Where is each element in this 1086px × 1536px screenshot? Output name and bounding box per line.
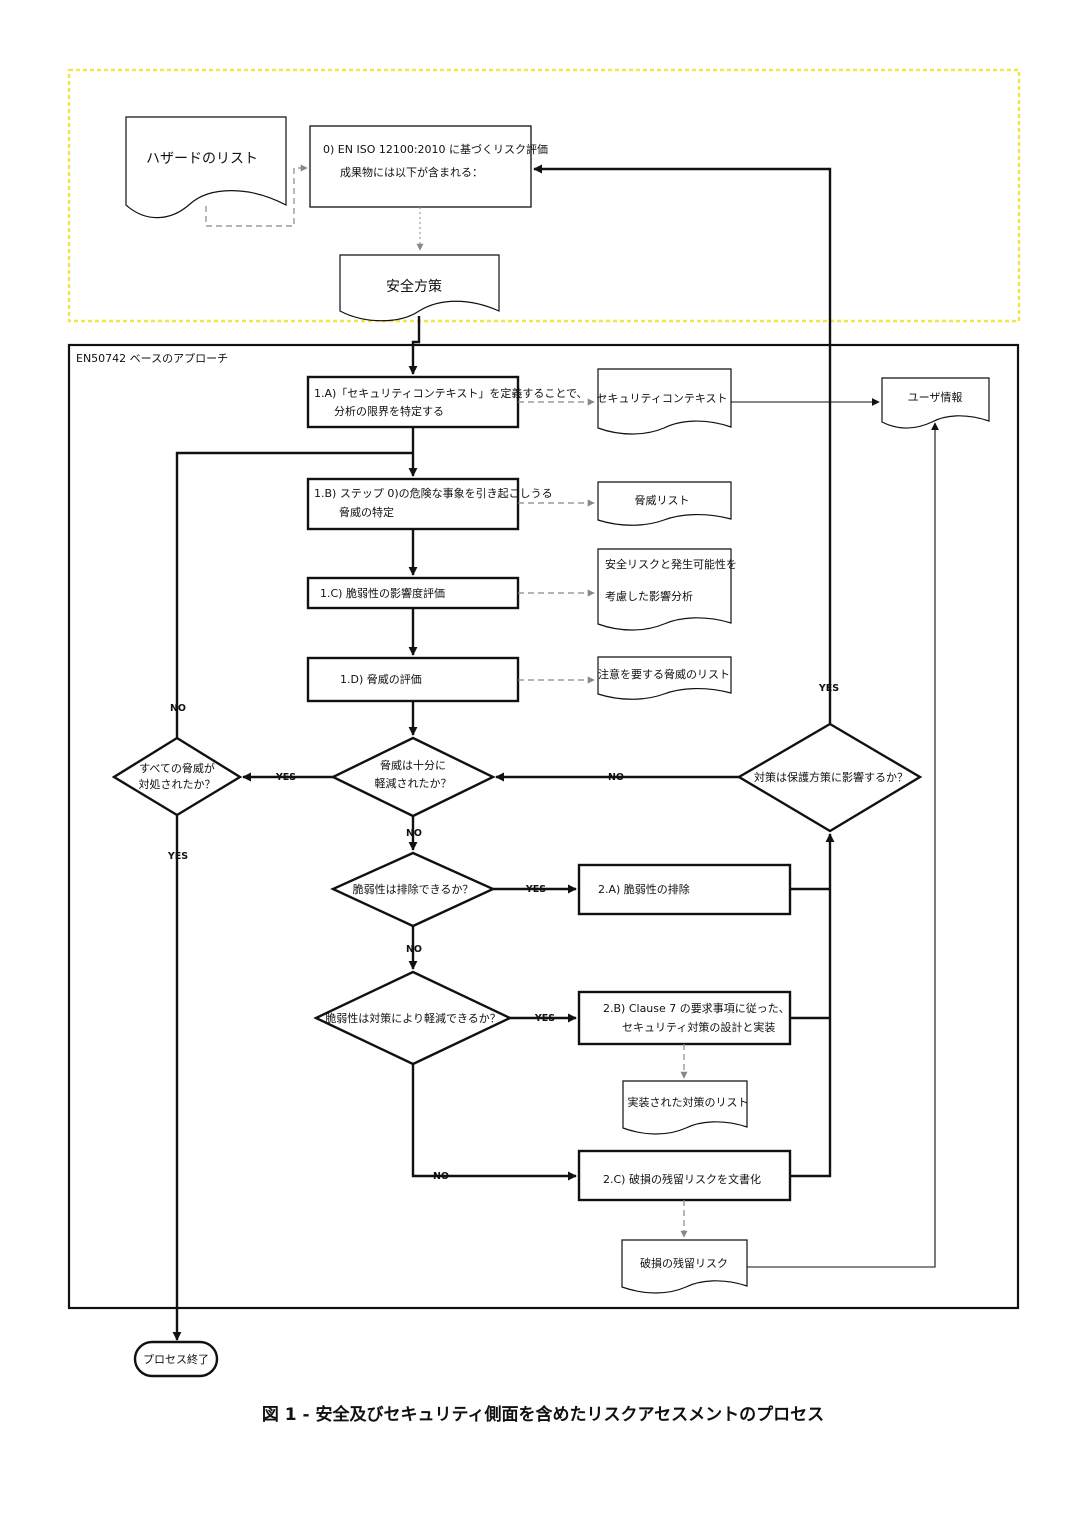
hazard-list-doc: ハザードのリスト — [125, 116, 287, 219]
svg-text:脆弱性は排除できるか？: 脆弱性は排除できるか？ — [353, 882, 474, 896]
svg-text:分析の限界を特定する: 分析の限界を特定する — [334, 404, 444, 418]
svg-text:脅威の特定: 脅威の特定 — [339, 505, 394, 519]
step2c-box: 2.C) 破損の残留リスクを文書化 — [577, 1149, 792, 1202]
svg-text:対策は保護方策に影響するか？: 対策は保護方策に影響するか？ — [754, 770, 908, 784]
decision-eliminate: 脆弱性は排除できるか？ — [330, 851, 496, 928]
security-context-doc: セキュリティコンテキスト — [596, 368, 732, 435]
decision-all-addressed: すべての脅威が 対処されたか？ — [111, 736, 243, 817]
step1a-box: 1.A)「セキュリティコンテキスト」を定義することで、 分析の限界を特定する — [306, 375, 588, 429]
svg-text:1.C) 脆弱性の影響度評価: 1.C) 脆弱性の影響度評価 — [320, 586, 445, 600]
decision-threats-reduced: 脅威は十分に 軽減されたか？ — [330, 736, 496, 818]
steps2-merge — [790, 834, 830, 1178]
svg-text:0) EN ISO 12100:2010 に基づくリスク評価: 0) EN ISO 12100:2010 に基づくリスク評価 — [323, 142, 548, 156]
svg-text:2.C) 破損の残留リスクを文書化: 2.C) 破損の残留リスクを文書化 — [603, 1172, 761, 1186]
svg-text:2.A) 脆弱性の排除: 2.A) 脆弱性の排除 — [598, 882, 690, 896]
svg-text:1.B) ステップ 0)の危険な事象を引き起こしうる: 1.B) ステップ 0)の危険な事象を引き起こしうる — [314, 486, 553, 500]
svg-text:脆弱性は対策により軽減できるか？: 脆弱性は対策により軽減できるか？ — [325, 1011, 501, 1025]
decision-affects-protection: 対策は保護方策に影響するか？ — [736, 722, 923, 833]
svg-text:注意を要する脅威のリスト: 注意を要する脅威のリスト — [598, 667, 730, 681]
impact-analysis-doc: 安全リスクと発生可能性を 考慮した影響分析 — [597, 548, 737, 631]
svg-text:1.A)「セキュリティコンテキスト」を定義することで、: 1.A)「セキュリティコンテキスト」を定義することで、 — [314, 386, 588, 400]
svg-text:セキュリティ対策の設計と実装: セキュリティ対策の設計と実装 — [622, 1020, 775, 1034]
all-no-loop — [175, 451, 413, 738]
label-yes-mitigate: YES — [534, 1013, 555, 1024]
svg-text:ハザードのリスト: ハザードのリスト — [146, 151, 258, 167]
protect-yes-to-step0 — [533, 164, 832, 724]
label-yes-all: YES — [167, 851, 188, 862]
approach-title: EN50742 ベースのアプローチ — [76, 352, 228, 365]
user-info-doc: ユーザ情報 — [881, 377, 990, 429]
svg-text:対処されたか？: 対処されたか？ — [139, 777, 216, 791]
svg-text:2.B) Clause 7 の要求事項に従った、: 2.B) Clause 7 の要求事項に従った、 — [603, 1002, 790, 1015]
step1d-box: 1.D) 脅威の評価 — [306, 656, 520, 703]
svg-text:プロセス終了: プロセス終了 — [143, 1352, 209, 1366]
svg-text:セキュリティコンテキスト: セキュリティコンテキスト — [596, 392, 727, 405]
svg-text:破損の残留リスク: 破損の残留リスク — [640, 1256, 728, 1270]
label-no-all: NO — [170, 703, 186, 714]
step2b-box: 2.B) Clause 7 の要求事項に従った、 セキュリティ対策の設計と実装 — [577, 990, 792, 1046]
safety-to-1a — [408, 316, 421, 375]
residual-to-userinfo — [747, 422, 939, 1268]
svg-text:ユーザ情報: ユーザ情報 — [908, 391, 963, 404]
approach-frame — [67, 343, 1020, 1310]
threat-list-doc: 脅威リスト — [597, 481, 732, 526]
step2a-box: 2.A) 脆弱性の排除 — [577, 863, 792, 916]
svg-text:考慮した影響分析: 考慮した影響分析 — [605, 589, 693, 603]
svg-text:軽減されたか？: 軽減されたか？ — [375, 776, 452, 790]
svg-text:成果物には以下が含まれる：: 成果物には以下が含まれる： — [340, 165, 483, 179]
residual-risk-doc: 破損の残留リスク — [621, 1239, 748, 1294]
figure-caption: 図 1 - 安全及びセキュリティ側面を含めたリスクアセスメントのプロセス — [262, 1404, 824, 1425]
decision-mitigate: 脆弱性は対策により軽減できるか？ — [313, 970, 513, 1066]
label-yes-reduced: YES — [275, 772, 296, 783]
label-yes-protect: YES — [818, 683, 839, 694]
label-no-protect: NO — [608, 772, 624, 783]
label-no-reduced: NO — [406, 828, 422, 839]
svg-text:安全リスクと発生可能性を: 安全リスクと発生可能性を — [605, 557, 737, 571]
svg-text:脅威は十分に: 脅威は十分に — [380, 758, 446, 772]
implemented-list-doc: 実装された対策のリスト — [622, 1080, 749, 1135]
svg-text:すべての脅威が: すべての脅威が — [139, 761, 215, 775]
svg-text:1.D) 脅威の評価: 1.D) 脅威の評価 — [340, 672, 422, 686]
step0-highlight-region — [67, 68, 1021, 323]
label-yes-eliminate: YES — [525, 884, 546, 895]
label-no-eliminate: NO — [406, 944, 422, 955]
step1b-box: 1.B) ステップ 0)の危険な事象を引き起こしうる 脅威の特定 — [306, 477, 553, 531]
mitigate-no-to-2c — [411, 1064, 577, 1181]
svg-text:実装された対策のリスト: 実装された対策のリスト — [628, 1095, 749, 1109]
hazard-link — [205, 164, 308, 227]
label-no-mitigate: NO — [433, 1171, 449, 1182]
step1c-box: 1.C) 脆弱性の影響度評価 — [306, 576, 520, 610]
step0-box: 0) EN ISO 12100:2010 に基づくリスク評価 成果物には以下が含… — [309, 125, 548, 208]
attention-list-doc: 注意を要する脅威のリスト — [597, 656, 732, 700]
process-end-terminal: プロセス終了 — [133, 1340, 219, 1378]
safety-measures-doc: 安全方策 — [339, 254, 500, 322]
svg-text:脅威リスト: 脅威リスト — [635, 493, 690, 507]
svg-text:安全方策: 安全方策 — [386, 278, 442, 295]
